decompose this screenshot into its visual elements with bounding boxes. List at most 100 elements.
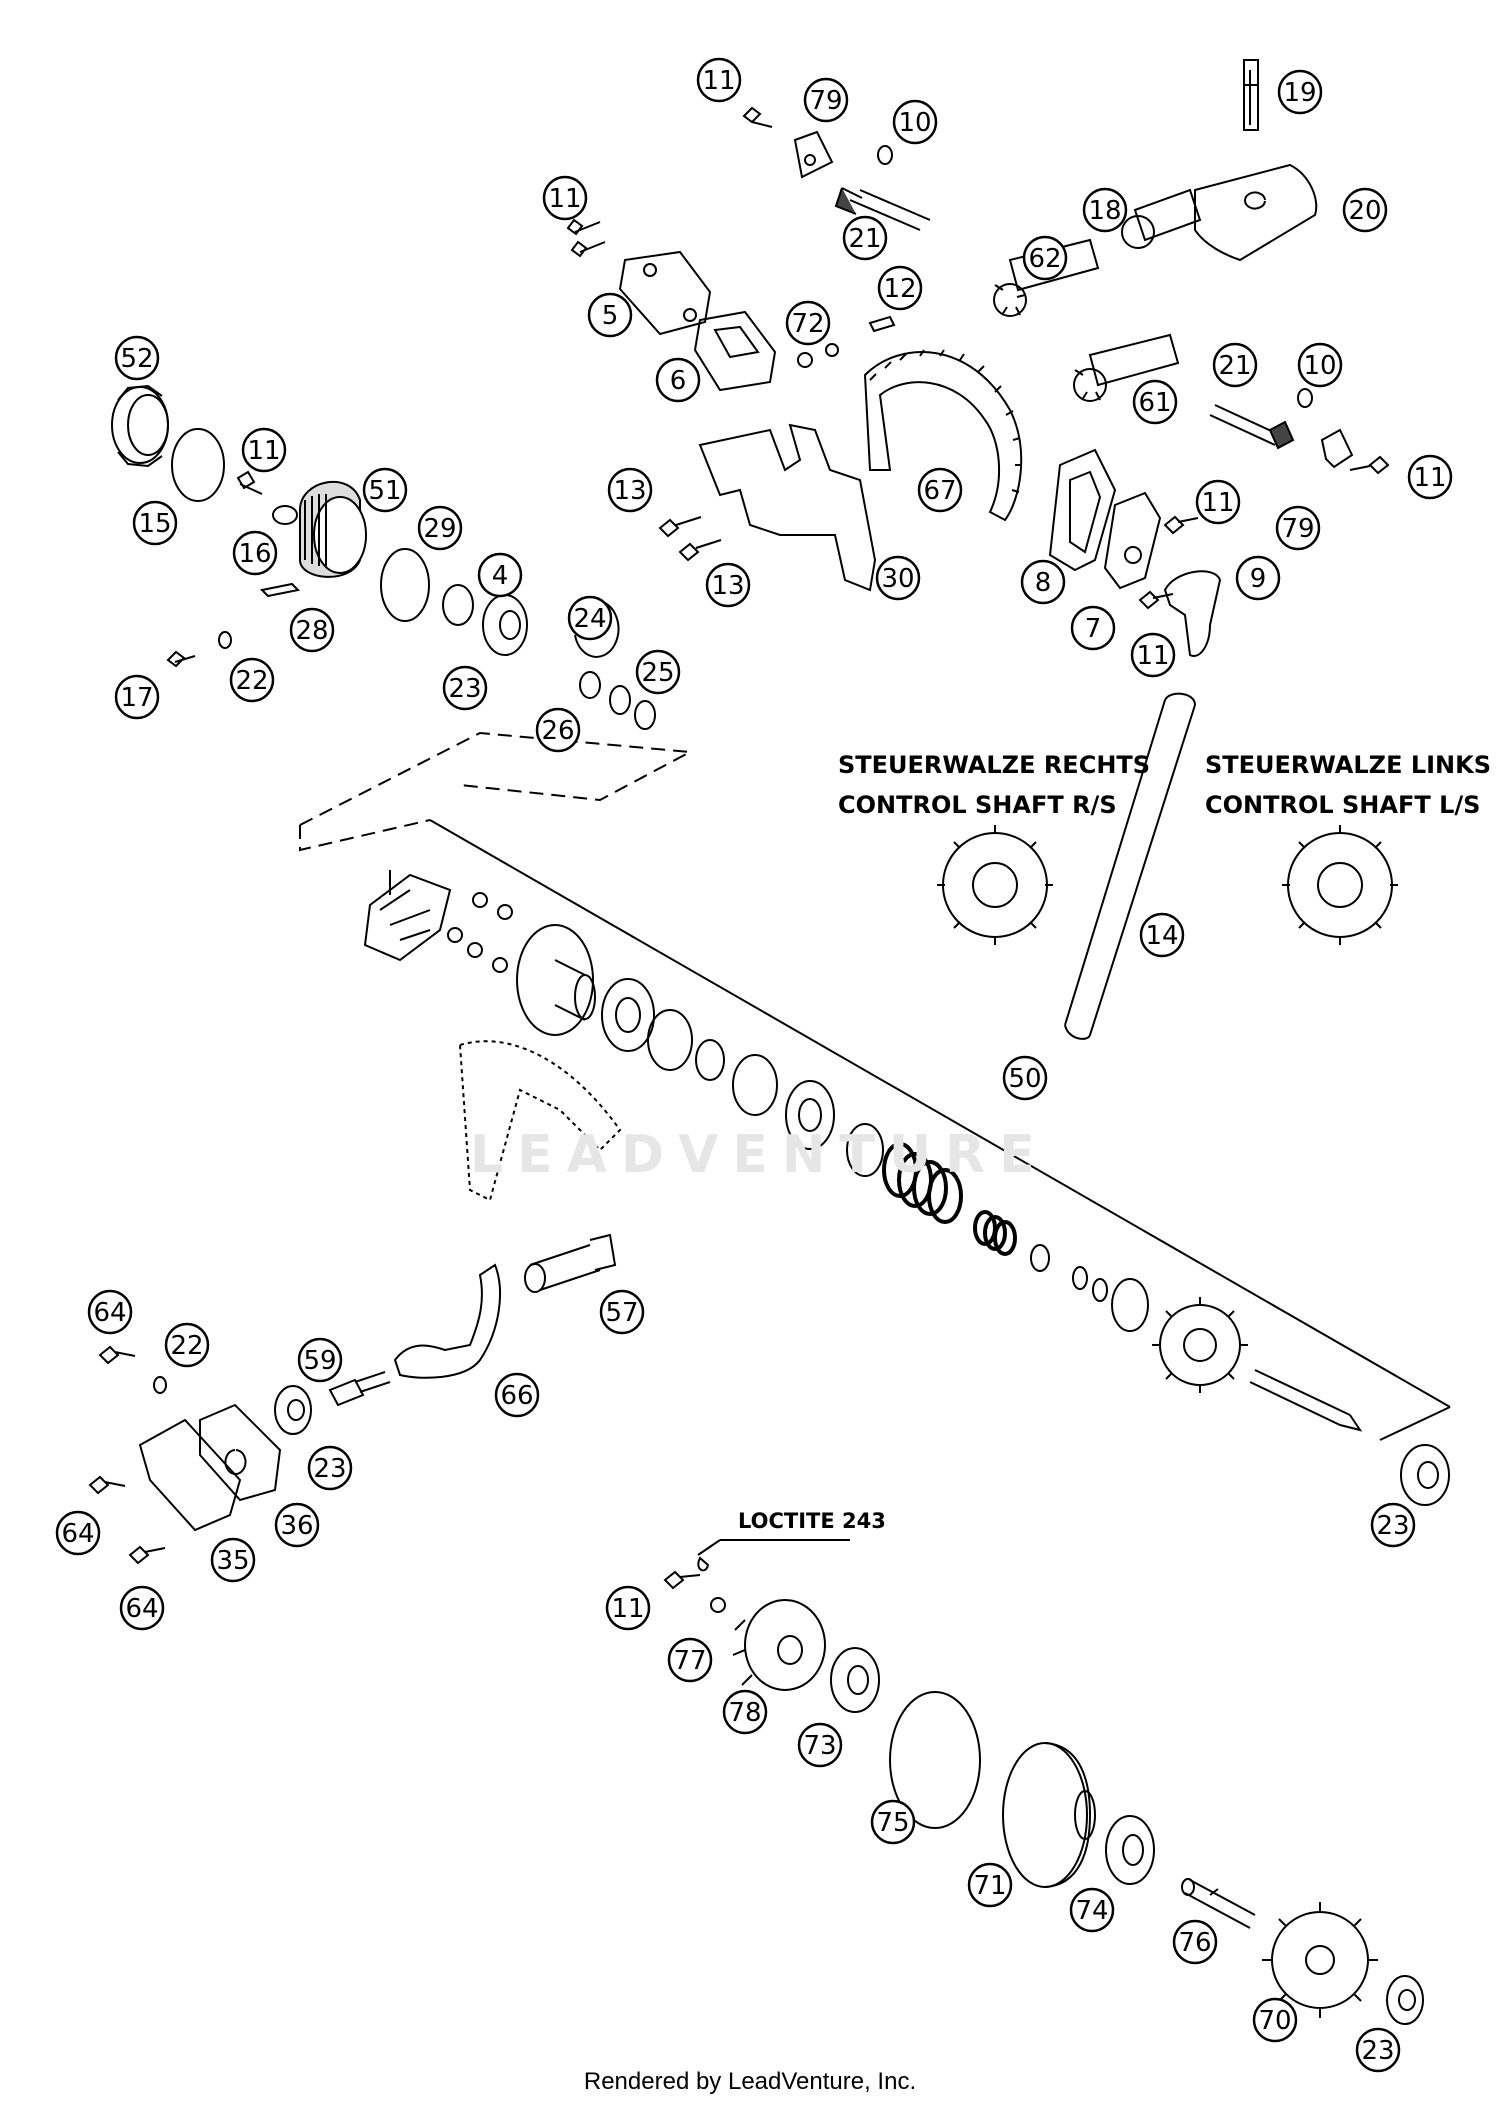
o-ring-10-top xyxy=(877,145,893,165)
bearing-23-bottom xyxy=(1386,1975,1424,2025)
o-ring-10-right xyxy=(1297,388,1313,408)
bolt-11-top xyxy=(742,106,773,128)
svg-text:23: 23 xyxy=(313,1454,346,1484)
gasket-6 xyxy=(693,310,777,392)
svg-text:11: 11 xyxy=(702,66,735,96)
washer-a xyxy=(647,1009,693,1071)
svg-text:66: 66 xyxy=(500,1381,533,1411)
bracket-5 xyxy=(618,250,712,336)
callout: 6 xyxy=(655,357,701,403)
gear-shaft-61 xyxy=(1073,333,1180,402)
washer-22-low xyxy=(153,1376,167,1394)
washer-72b xyxy=(825,343,839,357)
callout: 61 xyxy=(1132,379,1178,425)
svg-text:20: 20 xyxy=(1348,196,1381,226)
svg-text:50: 50 xyxy=(1008,1064,1041,1094)
gear-main xyxy=(1152,1297,1248,1393)
svg-text:10: 10 xyxy=(1303,351,1336,381)
callout: 35 xyxy=(210,1537,256,1583)
svg-text:75: 75 xyxy=(876,1808,909,1838)
callout: 11 xyxy=(542,175,588,221)
callout: 75 xyxy=(870,1799,916,1845)
callout: 8 xyxy=(1020,559,1066,605)
callout: 11 xyxy=(241,427,287,473)
callout: 28 xyxy=(289,607,335,653)
callout: 79 xyxy=(1275,505,1321,551)
thrust-bearing-2 xyxy=(785,1080,835,1150)
callout: 7 xyxy=(1070,605,1116,651)
drop-icon xyxy=(697,1556,710,1572)
svg-text:71: 71 xyxy=(973,1871,1006,1901)
svg-text:77: 77 xyxy=(673,1646,706,1676)
bearing-73 xyxy=(830,1647,880,1713)
callout: 11 xyxy=(1407,454,1453,500)
callout: 4 xyxy=(477,552,523,598)
callout: 19 xyxy=(1277,69,1323,115)
svg-text:9: 9 xyxy=(1250,564,1267,594)
svg-text:23: 23 xyxy=(1376,1511,1409,1541)
bolt-11-mid xyxy=(1163,515,1199,535)
svg-text:72: 72 xyxy=(791,309,824,339)
svg-text:24: 24 xyxy=(573,604,606,634)
svg-text:64: 64 xyxy=(93,1298,126,1328)
washer-b xyxy=(732,1054,778,1116)
bolt-17 xyxy=(166,650,196,668)
svg-text:21: 21 xyxy=(848,224,881,254)
ring-b xyxy=(1030,1244,1050,1272)
bolt-64-left xyxy=(88,1475,126,1495)
callout: 70 xyxy=(1252,1997,1298,2043)
callout: 51 xyxy=(362,467,408,513)
stud-59 xyxy=(328,1371,391,1407)
callout: 25 xyxy=(635,649,681,695)
lever-30 xyxy=(698,423,877,592)
ring-a xyxy=(695,1039,725,1081)
callout: 59 xyxy=(297,1337,343,1383)
washer-25a xyxy=(609,685,631,715)
callout: 74 xyxy=(1069,1887,1115,1933)
o-ring-29 xyxy=(380,548,430,622)
pin-12 xyxy=(868,315,896,333)
label-control-shaft-ls-en: CONTROL SHAFT L/S xyxy=(1205,791,1481,819)
svg-text:18: 18 xyxy=(1088,196,1121,226)
svg-text:29: 29 xyxy=(423,514,456,544)
washer-25b xyxy=(634,700,656,730)
svg-text:10: 10 xyxy=(898,108,931,138)
callout: 26 xyxy=(535,707,581,753)
bearing-74 xyxy=(1105,1815,1155,1885)
callout: 24 xyxy=(567,595,613,641)
bolt-11-right xyxy=(1349,455,1390,475)
svg-text:13: 13 xyxy=(613,476,646,506)
bearing-23-top xyxy=(482,594,528,656)
plate-79-top xyxy=(793,130,834,179)
callout: 78 xyxy=(722,1689,768,1735)
callout: 62 xyxy=(1022,235,1068,281)
svg-text:5: 5 xyxy=(602,301,619,331)
callout: 10 xyxy=(1297,342,1343,388)
label-control-shaft-rs-de: STEUERWALZE RECHTS xyxy=(838,751,1151,779)
callout: 20 xyxy=(1342,187,1388,233)
bearing-23-left xyxy=(274,1385,312,1435)
bolt-11-low xyxy=(1138,590,1174,610)
svg-text:11: 11 xyxy=(611,1594,644,1624)
spring-large xyxy=(882,1142,963,1224)
svg-text:79: 79 xyxy=(809,86,842,116)
svg-text:59: 59 xyxy=(303,1346,336,1376)
callout: 71 xyxy=(967,1862,1013,1908)
callout: 64 xyxy=(87,1289,133,1335)
bearing-23-right xyxy=(1400,1444,1450,1506)
callout: 11 xyxy=(696,57,742,103)
svg-text:6: 6 xyxy=(670,366,687,396)
thrust-bearing-1 xyxy=(601,978,655,1052)
svg-text:74: 74 xyxy=(1075,1896,1108,1926)
axis-line-50 xyxy=(429,819,1451,1441)
seal-ring-15 xyxy=(171,428,225,502)
nut-52 xyxy=(111,384,169,468)
shaft-21-right xyxy=(1209,404,1295,450)
bolts-11-pair xyxy=(566,218,606,258)
washer-26 xyxy=(579,671,601,699)
pin-28 xyxy=(259,582,301,598)
plate-79-right xyxy=(1320,428,1354,469)
label-loctite: LOCTITE 243 xyxy=(738,1509,886,1533)
gear-70 xyxy=(1262,1902,1378,2018)
